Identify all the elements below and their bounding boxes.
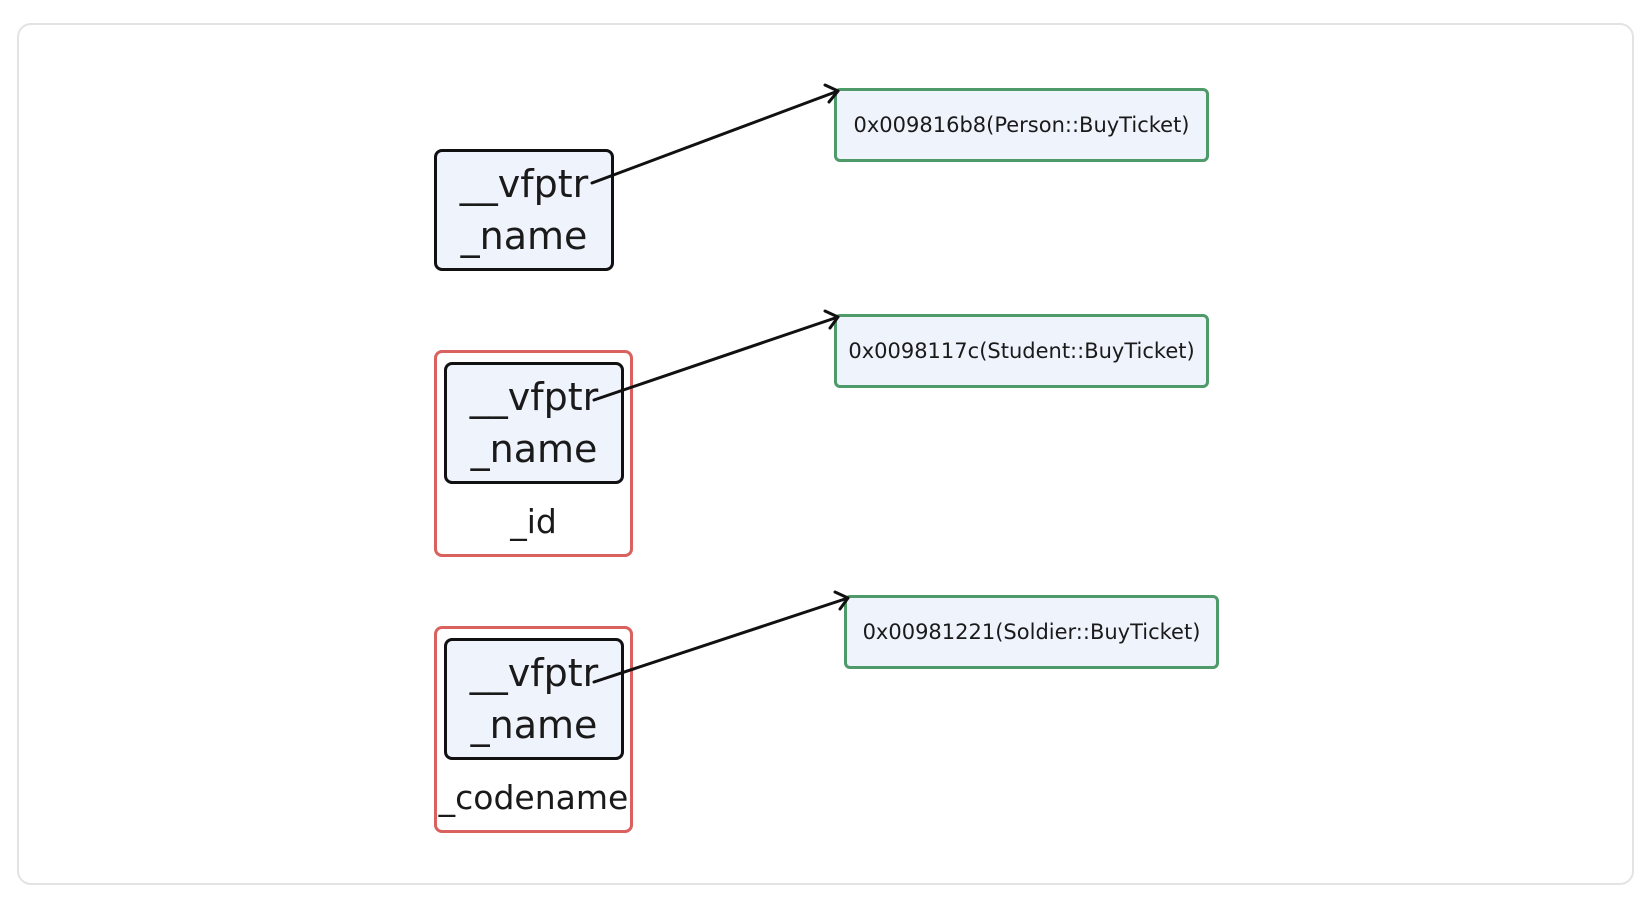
name-field: _name bbox=[470, 427, 598, 471]
student-base-subobject: __vfptr _name bbox=[444, 362, 624, 484]
diagram-frame bbox=[17, 23, 1634, 885]
soldier-base-subobject: __vfptr _name bbox=[444, 638, 624, 760]
vtable-entry-label: 0x00981221(Soldier::BuyTicket) bbox=[862, 620, 1201, 644]
vtable-entry-label: 0x0098117c(Student::BuyTicket) bbox=[848, 339, 1195, 363]
soldier-vtable-entry: 0x00981221(Soldier::BuyTicket) bbox=[844, 595, 1219, 669]
person-vfptr-arrow bbox=[590, 83, 840, 185]
student-vfptr-arrow bbox=[592, 309, 840, 402]
vtable-entry-label: 0x009816b8(Person::BuyTicket) bbox=[853, 113, 1190, 137]
person-vtable-entry: 0x009816b8(Person::BuyTicket) bbox=[834, 88, 1209, 162]
student-vtable-entry: 0x0098117c(Student::BuyTicket) bbox=[834, 314, 1209, 388]
name-field: _name bbox=[460, 214, 588, 258]
person-object-box: __vfptr _name bbox=[434, 149, 614, 271]
name-field: _name bbox=[470, 703, 598, 747]
soldier-vfptr-arrow bbox=[592, 590, 850, 684]
vfptr-field: __vfptr bbox=[459, 162, 589, 206]
codename-field: _codename bbox=[438, 778, 629, 817]
vfptr-field: __vfptr bbox=[469, 375, 599, 419]
vfptr-field: __vfptr bbox=[469, 651, 599, 695]
id-field: _id bbox=[510, 502, 557, 541]
